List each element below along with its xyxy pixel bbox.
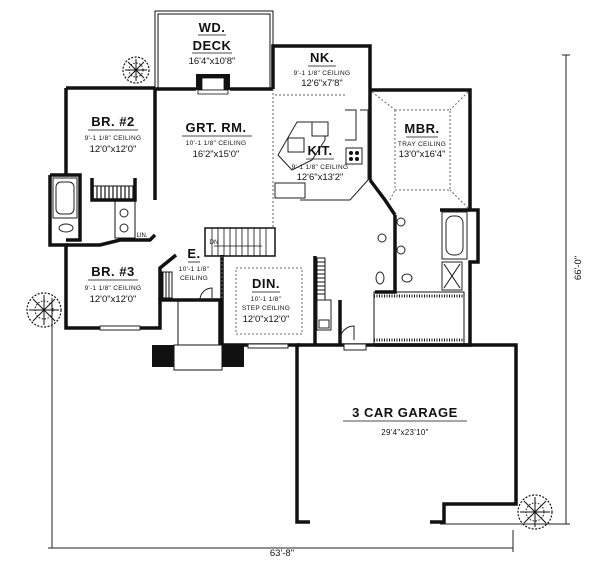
tree-icon	[517, 494, 553, 530]
svg-text:16'4"x10'8": 16'4"x10'8"	[189, 56, 236, 67]
svg-text:CEILING: CEILING	[180, 275, 208, 282]
svg-text:12'0"x12'0": 12'0"x12'0"	[90, 294, 137, 305]
tree-icon	[122, 56, 150, 84]
svg-text:MBR.: MBR.	[404, 121, 439, 136]
tree-icon	[26, 292, 62, 328]
overall-width-label: 63'-8"	[270, 548, 294, 559]
svg-text:DIN.: DIN.	[252, 276, 280, 291]
svg-text:WD.: WD.	[199, 20, 226, 35]
svg-text:BR. #3: BR. #3	[91, 264, 134, 279]
room-deck: WD. DECK 16'4"x10'8"	[189, 20, 236, 67]
svg-text:E.: E.	[187, 246, 200, 261]
svg-text:KIT.: KIT.	[307, 143, 332, 158]
svg-text:DECK: DECK	[193, 38, 232, 53]
deck	[154, 10, 274, 95]
room-dining: DIN. 10'-1 1/8" STEP CEILING 12'0"x12'0"	[242, 276, 290, 325]
svg-text:13'0"x16'4": 13'0"x16'4"	[399, 149, 446, 160]
svg-text:10'-1 1/8": 10'-1 1/8"	[251, 296, 282, 303]
svg-text:10'-1 1/8": 10'-1 1/8"	[179, 266, 210, 273]
room-master-bedroom: MBR. TRAY CEILING 13'0"x16'4"	[398, 121, 446, 160]
svg-text:STEP CEILING: STEP CEILING	[242, 305, 290, 312]
exterior-walls	[48, 44, 518, 524]
room-garage: 3 CAR GARAGE 29'4"x23'10"	[343, 405, 467, 437]
room-kitchen: KIT. 9'-1 1/8" CEILING 12'6"x13'2"	[292, 143, 349, 183]
svg-text:9'-1 1/8" CEILING: 9'-1 1/8" CEILING	[85, 135, 142, 142]
room-br2: BR. #2 9'-1 1/8" CEILING 12'0"x12'0"	[85, 114, 142, 155]
room-entry: E. 10'-1 1/8" CEILING	[179, 246, 210, 282]
svg-text:TRAY CEILING: TRAY CEILING	[398, 141, 446, 148]
svg-text:12'0"x12'0": 12'0"x12'0"	[243, 314, 290, 325]
room-nook: NK. 9'-1 1/8" CEILING 12'6"x7'8"	[294, 50, 351, 89]
svg-text:12'0"x12'0": 12'0"x12'0"	[90, 144, 137, 155]
stair-down-label: DN	[210, 240, 219, 246]
svg-text:BR. #2: BR. #2	[91, 114, 134, 129]
svg-text:16'2"x15'0": 16'2"x15'0"	[193, 149, 240, 160]
svg-text:9'-1 1/8" CEILING: 9'-1 1/8" CEILING	[292, 164, 349, 171]
svg-text:3 CAR GARAGE: 3 CAR GARAGE	[352, 405, 458, 420]
svg-text:10'-1 1/8" CEILING: 10'-1 1/8" CEILING	[186, 140, 247, 147]
svg-text:29'4"x23'10": 29'4"x23'10"	[381, 428, 428, 437]
dimension-lines	[48, 54, 570, 552]
svg-text:NK.: NK.	[310, 50, 334, 65]
svg-text:GRT. RM.: GRT. RM.	[185, 120, 246, 135]
linen-closet-label: LIN.	[136, 233, 147, 239]
svg-text:9'-1 1/8" CEILING: 9'-1 1/8" CEILING	[85, 285, 142, 292]
interior-walls	[52, 88, 470, 371]
overall-depth-label: 66'-0"	[573, 256, 584, 280]
room-great-room: GRT. RM. 10'-1 1/8" CEILING 16'2"x15'0"	[182, 120, 252, 160]
svg-text:12'6"x13'2": 12'6"x13'2"	[297, 172, 344, 183]
room-br3: BR. #3 9'-1 1/8" CEILING 12'0"x12'0"	[85, 264, 142, 305]
svg-text:9'-1 1/8" CEILING: 9'-1 1/8" CEILING	[294, 70, 351, 77]
svg-text:12'6"x7'8": 12'6"x7'8"	[301, 78, 343, 89]
